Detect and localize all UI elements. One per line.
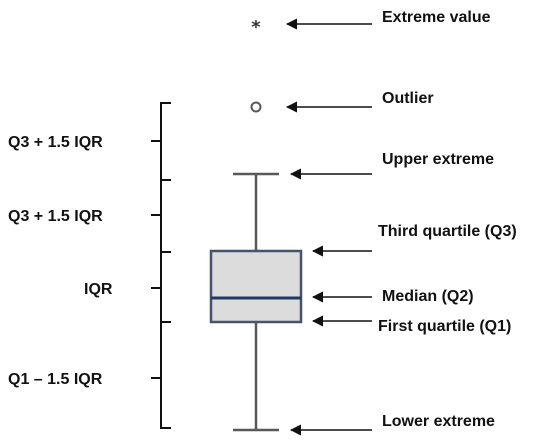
- label-upper-extreme: Upper extreme: [382, 151, 494, 168]
- label-iqr: IQR: [84, 281, 113, 298]
- label-median: Median (Q2): [382, 288, 474, 305]
- label-third-quartile: Third quartile (Q3): [378, 223, 517, 240]
- label-first-quartile: First quartile (Q1): [378, 318, 511, 335]
- label-extreme-value: Extreme value: [382, 9, 491, 26]
- bracket-lower: [151, 321, 171, 429]
- outlier-marker: [250, 101, 262, 113]
- label-upper-outer-fence: Q3 + 1.5 IQR: [8, 134, 103, 151]
- label-upper-inner-fence: Q3 + 1.5 IQR: [8, 208, 103, 225]
- extreme-value-marker: *: [251, 17, 261, 38]
- label-lower-fence: Q1 – 1.5 IQR: [8, 371, 103, 388]
- bracket-iqr: [151, 251, 171, 323]
- bracket-upper-inner: [151, 179, 171, 253]
- bracket-upper-outer: [151, 102, 171, 181]
- label-outlier: Outlier: [382, 90, 434, 107]
- label-lower-extreme: Lower extreme: [382, 413, 495, 430]
- iqr-box: [209, 249, 303, 324]
